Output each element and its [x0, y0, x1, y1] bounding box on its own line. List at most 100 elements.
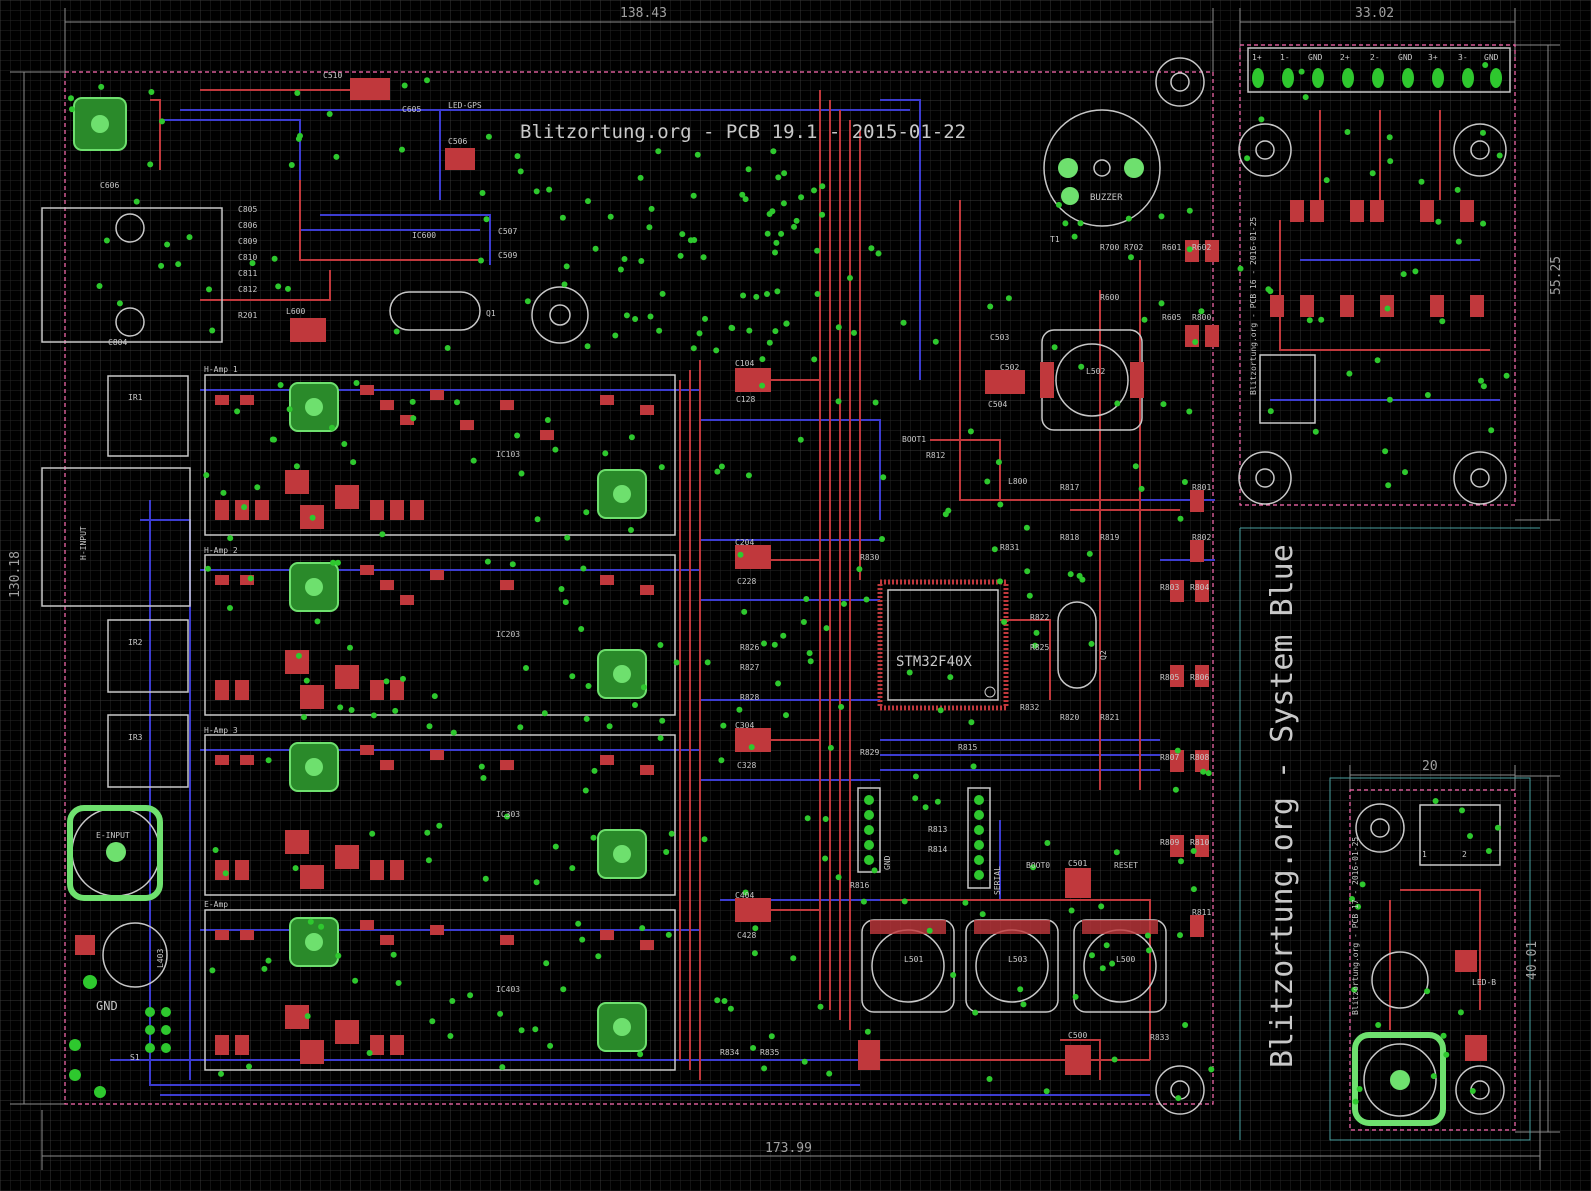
via — [164, 241, 171, 248]
via — [718, 757, 725, 764]
via — [1005, 295, 1012, 302]
via — [713, 347, 720, 354]
via — [426, 723, 433, 730]
via — [1113, 849, 1120, 856]
via — [937, 707, 944, 714]
via — [1186, 207, 1193, 214]
via — [1182, 1022, 1189, 1028]
label-l503: L503 — [1008, 955, 1027, 964]
sub-header-pin-label: 1+ — [1252, 53, 1262, 62]
via — [563, 263, 570, 270]
sub-header-pin-label: GND — [1484, 53, 1499, 62]
via — [1382, 448, 1389, 455]
via — [318, 923, 325, 930]
via — [482, 875, 489, 882]
via — [350, 459, 357, 466]
via — [1174, 747, 1181, 754]
via — [880, 474, 887, 481]
via — [1032, 642, 1039, 649]
board-outlines — [64, 44, 1516, 1131]
via — [220, 489, 227, 496]
ref-designator: R700 — [1100, 243, 1119, 252]
via — [1051, 344, 1058, 351]
ref-designator: R816 — [850, 881, 869, 890]
via — [1478, 377, 1484, 384]
via — [668, 830, 675, 837]
label-e-amp: E-Amp — [204, 900, 228, 909]
via — [997, 501, 1004, 508]
via — [1265, 286, 1272, 293]
via — [564, 534, 571, 541]
via — [1482, 62, 1489, 68]
via — [1198, 308, 1205, 315]
via — [1267, 408, 1274, 415]
via — [431, 693, 438, 700]
via — [766, 339, 773, 346]
via — [1503, 372, 1510, 379]
via — [1424, 988, 1431, 995]
via — [450, 729, 457, 736]
ref-designator: R825 — [1030, 643, 1049, 652]
dimension-right-lower: 40.01 — [1525, 941, 1540, 980]
label-gnd-header: GND — [883, 855, 892, 870]
via — [659, 290, 666, 297]
top-copper-traces — [150, 89, 1490, 1080]
via — [714, 468, 721, 475]
via — [687, 237, 694, 244]
via — [979, 911, 986, 918]
via — [517, 724, 524, 731]
via — [330, 559, 337, 566]
via — [806, 650, 813, 657]
via — [736, 706, 743, 713]
via — [541, 710, 548, 717]
via — [875, 250, 882, 257]
via — [579, 936, 586, 943]
ref-designator: R806 — [1190, 673, 1209, 682]
via — [864, 1028, 871, 1035]
via — [835, 874, 842, 881]
via — [369, 830, 376, 837]
via — [1178, 858, 1184, 865]
via — [307, 918, 314, 925]
sub-header-pin-label: 2+ — [1340, 53, 1350, 62]
ref-designator: C809 — [238, 237, 257, 246]
via — [303, 677, 310, 684]
via — [1312, 428, 1319, 435]
via — [1454, 186, 1461, 193]
via — [847, 275, 853, 281]
via — [926, 927, 933, 934]
via — [1237, 265, 1244, 272]
ref-designator: C128 — [736, 395, 755, 404]
via — [741, 608, 748, 615]
via — [1103, 942, 1110, 949]
via — [1349, 896, 1355, 902]
via — [1457, 1009, 1464, 1016]
via — [720, 722, 727, 729]
via — [986, 1076, 993, 1082]
sub-header-pin-label: 3+ — [1428, 53, 1438, 62]
label-ic203: IC203 — [496, 630, 520, 639]
via — [254, 484, 261, 491]
via — [922, 804, 929, 811]
sub-header-pin-label: 2- — [1370, 53, 1380, 62]
ref-designator: C204 — [735, 538, 754, 547]
via — [497, 1010, 504, 1017]
label-ic303: IC303 — [496, 810, 520, 819]
mounting-holes — [531, 57, 1507, 1115]
via — [390, 951, 397, 958]
via — [742, 196, 749, 203]
via — [639, 925, 646, 932]
via — [271, 255, 278, 262]
via — [791, 223, 797, 230]
via — [679, 231, 686, 238]
via — [158, 262, 165, 269]
via — [1111, 1056, 1118, 1063]
via — [484, 558, 491, 565]
via — [871, 867, 878, 874]
via — [1192, 339, 1199, 345]
via — [595, 953, 602, 960]
via — [558, 586, 565, 592]
via — [559, 214, 566, 221]
via — [804, 815, 811, 822]
via — [499, 1064, 506, 1071]
